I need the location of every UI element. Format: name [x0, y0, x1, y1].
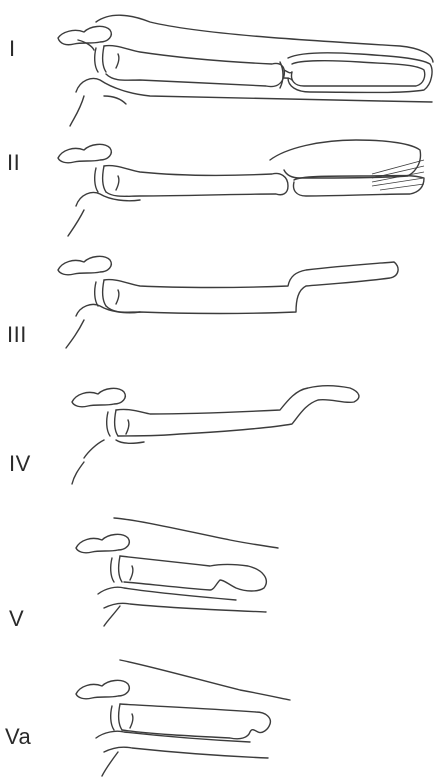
thumb-drawing-stage-iv: [72, 386, 359, 484]
thumb-drawing-stage-ii: [58, 140, 424, 236]
thumb-drawing-stage-va: [76, 660, 290, 776]
thumb-drawing-stage-iii: [58, 256, 398, 348]
thumb-drawing-stage-v: [76, 518, 278, 626]
thumb-drawing-stage-i: [58, 15, 433, 126]
